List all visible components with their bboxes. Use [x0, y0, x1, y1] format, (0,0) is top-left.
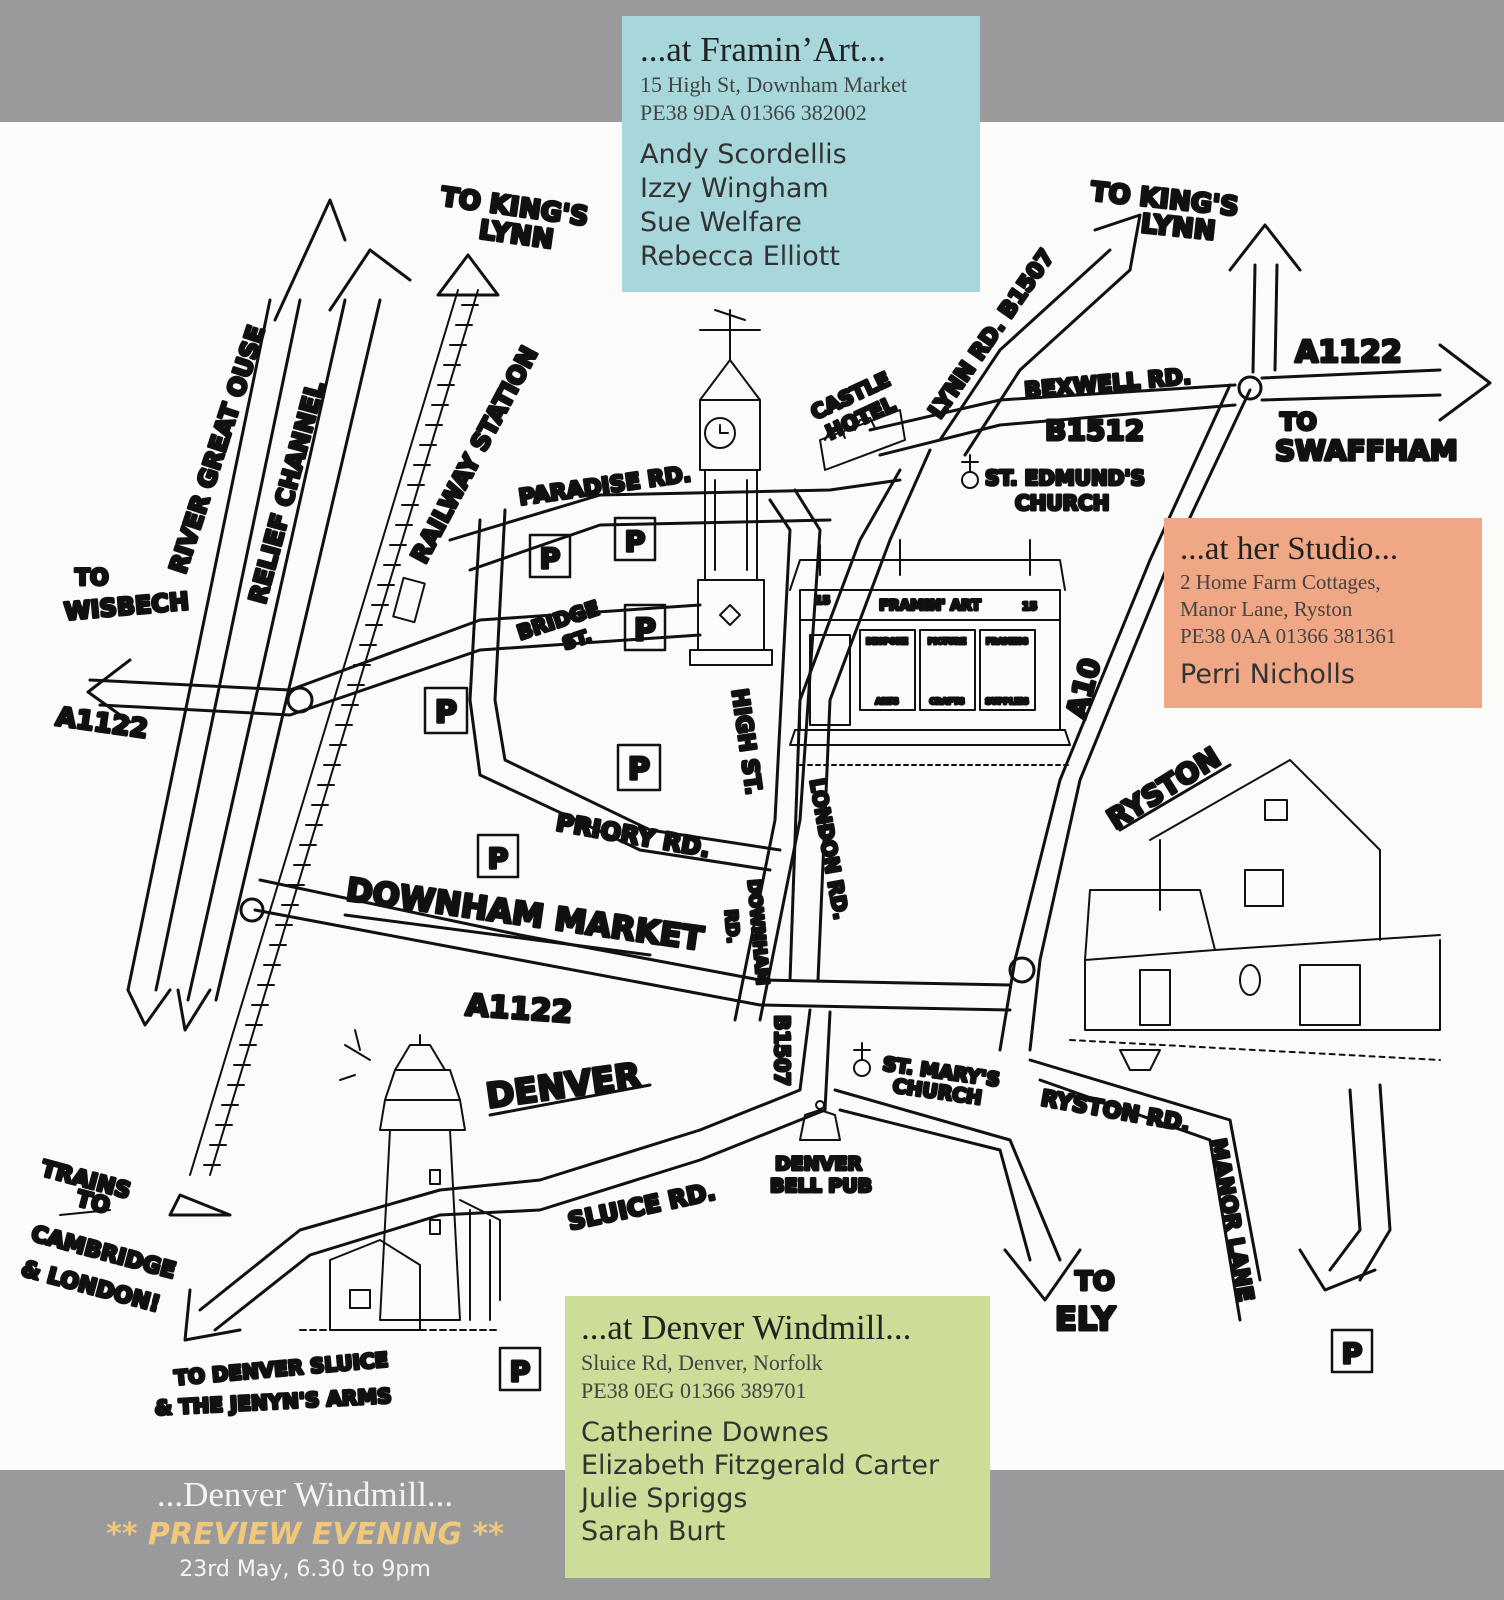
denver-underline — [488, 1083, 652, 1117]
parking-sign: P — [528, 533, 572, 579]
venue-box-denver-windmill: ...at Denver Windmill... Sluice Rd, Denv… — [565, 1296, 990, 1578]
road-ryston-rd — [1028, 1058, 1392, 1322]
ryston-underline — [1118, 763, 1232, 832]
artist-name: Andy Scordellis — [640, 139, 847, 170]
framin-art-shop-drawing — [789, 539, 1071, 766]
label-b1512: B1512 — [1045, 414, 1144, 447]
shop-number: 15 — [815, 594, 830, 607]
label-denver-bell-pub: DENVER — [775, 1153, 862, 1175]
parking-p: P — [510, 1355, 531, 1388]
venue-heading: ...at Framin’Art... — [640, 30, 886, 69]
artist-name: Izzy Wingham — [640, 173, 829, 204]
parking-p: P — [625, 525, 646, 558]
castle-hotel-drawing — [819, 409, 906, 471]
road-a1122-west — [86, 603, 702, 724]
artist-name: Rebecca Elliott — [640, 241, 840, 272]
st-marys-church-icon — [853, 1042, 871, 1077]
road-b1507-denver — [438, 1008, 832, 1217]
label-a1122-east: A1122 — [1295, 335, 1402, 370]
artist-name: Catherine Downes — [581, 1417, 829, 1448]
venue-heading: ...at Denver Windmill... — [581, 1308, 912, 1347]
label-to-swaffham: SWAFFHAM — [1275, 434, 1458, 467]
preview-evening-block: ...Denver Windmill... ** PREVIEW EVENING… — [60, 1474, 550, 1586]
venue-address: Manor Lane, Ryston — [1180, 597, 1353, 621]
venue-box-studio: ...at her Studio... 2 Home Farm Cottages… — [1164, 518, 1482, 708]
shop-window-text: ARTS — [875, 697, 898, 706]
bell-icon — [799, 1100, 841, 1141]
label-a1122-south: A1122 — [464, 988, 573, 1030]
clock-tower-drawing — [689, 309, 773, 666]
artist-name: Elizabeth Fitzgerald Carter — [581, 1450, 940, 1481]
shop-window-text: PICTURE — [928, 637, 966, 646]
relief-channel — [176, 248, 412, 1032]
road-north-a10 — [1228, 223, 1302, 374]
parking-sign: P — [613, 516, 657, 562]
parking-p: P — [488, 842, 509, 875]
road-denver-south — [833, 1088, 1082, 1302]
label-st-edmunds-church: ST. EDMUND'S — [985, 466, 1145, 490]
venue-postcode-phone: PE38 9DA 01366 382002 — [640, 100, 867, 125]
road-downham-market-a1122 — [239, 686, 1012, 1012]
downham-market-underline — [343, 913, 652, 957]
shop-window-text: FRAMING — [986, 637, 1028, 646]
road-a10 — [998, 383, 1252, 1052]
venue-address: Sluice Rd, Denver, Norfolk — [581, 1350, 823, 1375]
venue-heading: ...at her Studio... — [1180, 531, 1399, 567]
label-to-wisbech: TO — [75, 566, 109, 591]
parking-sign: P — [498, 1346, 542, 1392]
parking-p: P — [540, 542, 561, 575]
artist-list: Perri Nicholls — [1180, 659, 1466, 691]
venue-address: 15 High St, Downham Market — [640, 72, 908, 97]
parking-p: P — [435, 695, 457, 730]
artist-name: Julie Spriggs — [581, 1483, 748, 1514]
parking-sign: P — [616, 743, 662, 792]
shop-window-text: SUPPLIES — [985, 697, 1029, 706]
label-b1507: B1507 — [770, 1015, 794, 1086]
road-a1122-east — [1260, 343, 1492, 422]
label-to-swaffham: TO — [1280, 408, 1317, 436]
railway-line — [168, 253, 500, 1217]
shop-window-text: CRAFTS — [930, 697, 965, 706]
preview-subtitle: ** PREVIEW EVENING ** — [106, 1517, 504, 1552]
label-downham-rd: RD. — [720, 909, 743, 944]
artist-name: Perri Nicholls — [1180, 659, 1355, 690]
artist-name: Sarah Burt — [581, 1516, 726, 1547]
parking-sign: P — [1330, 1328, 1374, 1374]
parking-p: P — [1342, 1337, 1363, 1370]
preview-title: ...Denver Windmill... — [156, 1475, 454, 1514]
road-to-denver-sluice — [183, 1188, 442, 1342]
parking-sign: P — [476, 833, 520, 879]
venue-postcode-phone: PE38 0AA 01366 381361 — [1180, 624, 1397, 648]
river-great-ouse — [126, 198, 347, 1027]
label-denver-bell-pub: BELL PUB — [770, 1175, 872, 1197]
label-st-edmunds-church: CHURCH — [1015, 491, 1109, 515]
artist-list: Andy Scordellis Izzy Wingham Sue Welfare… — [640, 138, 962, 274]
artist-name: Sue Welfare — [640, 207, 802, 238]
venue-box-framin-art: ...at Framin’Art... 15 High St, Downham … — [622, 16, 980, 292]
farm-cottages-drawing — [1069, 759, 1441, 1071]
trains-underline — [59, 1209, 111, 1216]
parking-sign: P — [423, 686, 469, 735]
parking-p: P — [628, 752, 650, 787]
label-to-kings-lynn-east: LYNN — [1139, 209, 1217, 247]
road-bexwell-b1512 — [868, 375, 1263, 457]
shop-number: 15 — [1022, 600, 1037, 613]
st-edmunds-church-icon — [961, 454, 979, 489]
preview-date: 23rd May, 6.30 to 9pm — [179, 1557, 431, 1582]
shop-window-text: BESPOKE — [866, 637, 908, 646]
venue-address: 2 Home Farm Cottages, — [1180, 570, 1381, 594]
venue-postcode-phone: PE38 0EG 01366 389701 — [581, 1378, 807, 1403]
label-to-ely: TO — [1075, 1267, 1115, 1297]
windmill-drawing — [299, 1029, 501, 1331]
artist-list: Catherine Downes Elizabeth Fitzgerald Ca… — [581, 1416, 974, 1548]
parking-sign: P — [623, 603, 667, 652]
parking-p: P — [634, 613, 656, 648]
shop-sign: FRAMIN' ART — [879, 598, 981, 614]
label-to-ely: ELY — [1055, 1300, 1116, 1338]
road-bridge-st — [468, 508, 782, 872]
